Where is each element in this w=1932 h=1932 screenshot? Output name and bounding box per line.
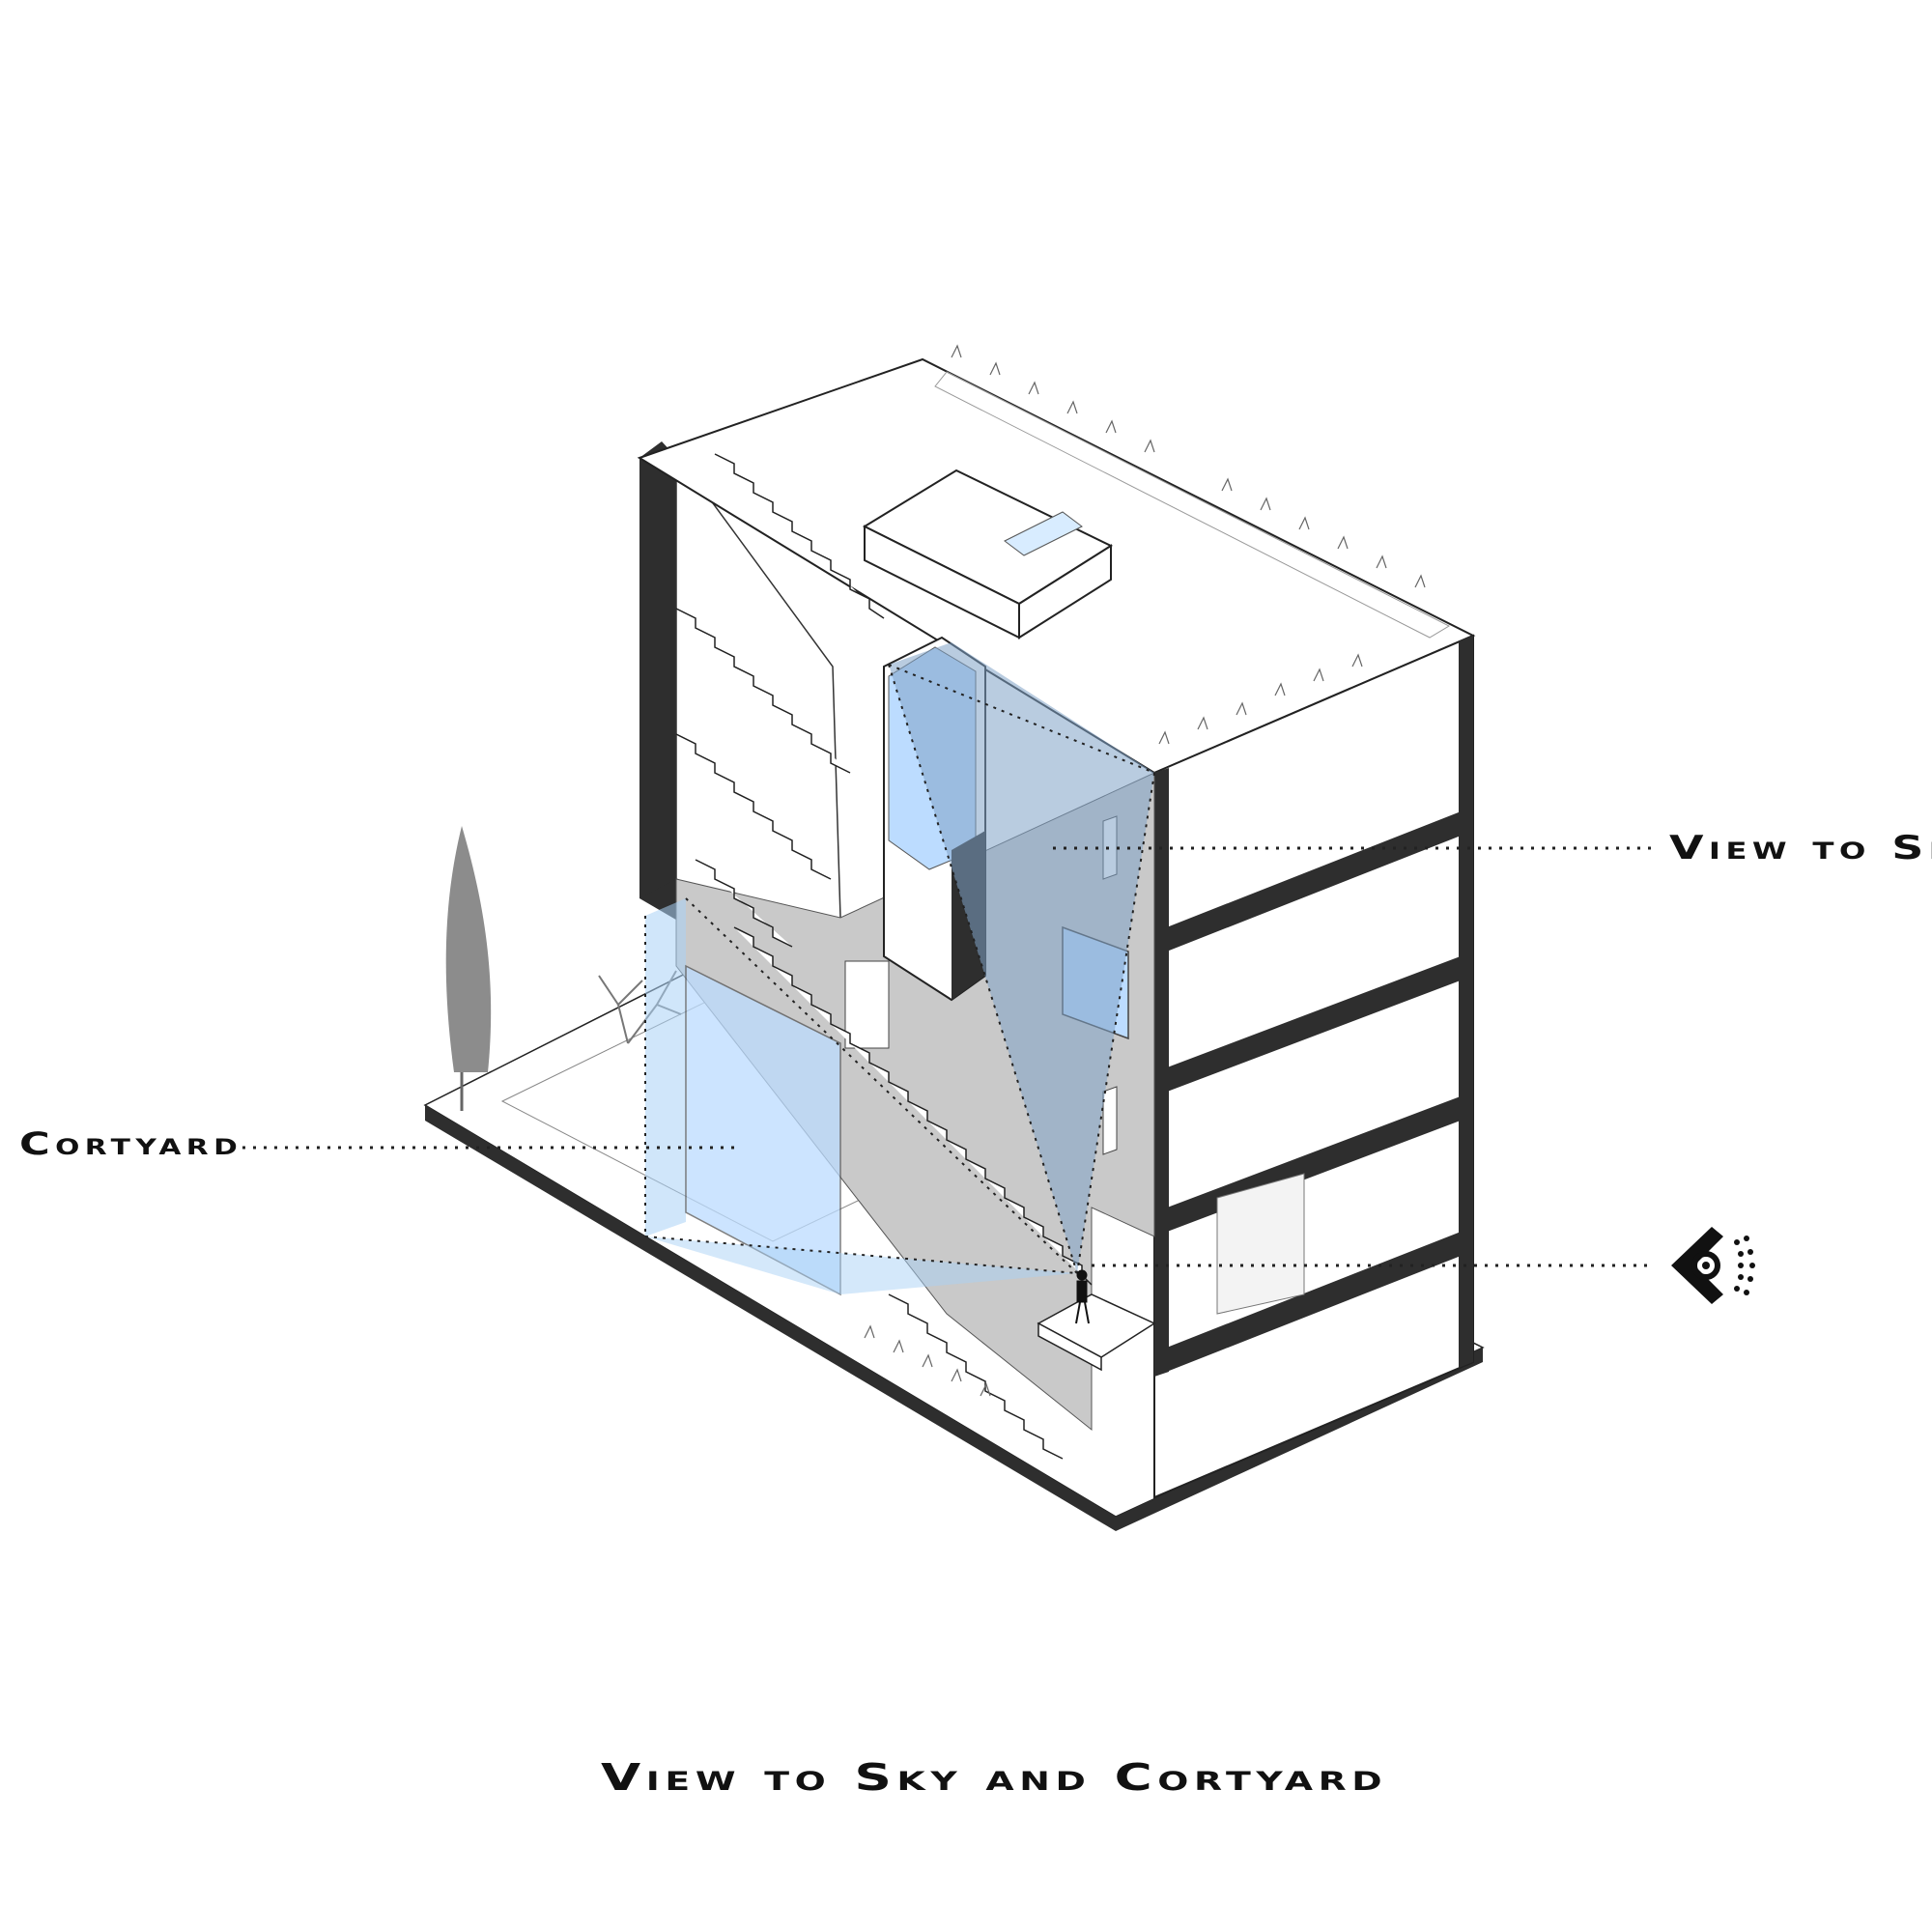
- viewer-person-figure: [1075, 1269, 1090, 1324]
- staircase-upper: [675, 453, 885, 948]
- view-to-sky-label: View to Sky: [1669, 829, 1932, 867]
- courtyard-view-cone: [644, 897, 1078, 1296]
- staircase-lower: [733, 926, 1093, 1460]
- diagram-caption: View to Sky and Cortyard: [601, 1756, 1388, 1799]
- right-facade: [1153, 634, 1474, 1499]
- roof-planter: [951, 344, 1426, 745]
- courtyard-label: Cortyard: [19, 1125, 243, 1162]
- courtyard-tree: [598, 970, 682, 1044]
- sky-view-cone: [888, 642, 1155, 1274]
- entry-landing: [1037, 1293, 1156, 1372]
- eye-icon: [1671, 1227, 1755, 1304]
- ground-planter: [864, 1324, 991, 1397]
- leader-lines: [232, 846, 1657, 1267]
- cypress-tree: [445, 826, 492, 1111]
